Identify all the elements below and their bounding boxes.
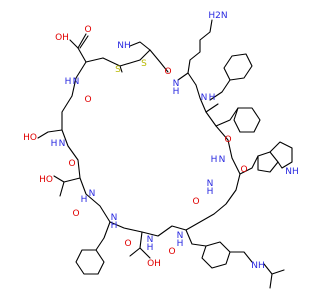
phe2-h-label: H <box>211 155 218 165</box>
phe4-o-label: O <box>168 247 175 257</box>
phe3-o-label: O <box>72 209 79 219</box>
phe4-h-label: H <box>177 239 184 249</box>
acid-oxygen-label: O <box>84 25 91 35</box>
thr1-nh-label: N <box>89 189 96 199</box>
phe3-h-label: H <box>111 221 118 231</box>
structure-svg: H2N NH S S O OH N H O N H O N H O HO N H… <box>23 11 299 289</box>
phe4-nh-label: N <box>177 231 184 241</box>
acid-hydroxyl-label: OH <box>55 33 69 43</box>
atom-labels: H2N NH S S O OH N H O N H O N H O HO N H… <box>23 11 299 271</box>
ser-h-label: H <box>51 139 58 149</box>
sulfur-2-label: S <box>115 65 121 75</box>
thr2-hydroxyl-label: OH <box>147 259 161 269</box>
thr2-o-label: O <box>124 239 131 249</box>
phe2-o-label: O <box>240 165 247 175</box>
sulfur-1-label: S <box>141 59 147 69</box>
indole-nh-label: NH <box>285 167 299 177</box>
cys-o-label: O <box>84 95 91 105</box>
phe1-nh-label: N <box>201 93 208 103</box>
thr1-o-label: O <box>68 159 75 169</box>
thr2-h-label: H <box>147 243 154 253</box>
phe2-nh-label: N <box>219 155 226 165</box>
ser-nh-label: N <box>59 139 66 149</box>
thr2-nh-label: N <box>147 235 154 245</box>
lys-h-label: H <box>173 87 180 97</box>
side-chain-nh-label: NH <box>251 261 265 271</box>
amine-label: H2N <box>208 11 227 21</box>
trp-h-label: H <box>207 187 214 197</box>
trp-o-label: O <box>192 197 199 207</box>
trp-nh-label: N <box>207 179 214 189</box>
molecule-diagram: H2N NH S S O OH N H O N H O N H O HO N H… <box>23 11 299 289</box>
thr1-hydroxyl-label: HO <box>39 175 53 185</box>
cys-h-label: H <box>65 77 72 87</box>
ser-hydroxyl-label: HO <box>23 133 37 143</box>
thr1-h-label: H <box>81 195 88 205</box>
methylamine-label: NH <box>117 41 131 51</box>
cys-nh-label: N <box>73 77 80 87</box>
phe1-h-label: H <box>209 93 216 103</box>
phe3-nh-label: N <box>111 213 118 223</box>
phe1-o-label: O <box>224 135 231 145</box>
lys-nh-label: N <box>173 79 180 89</box>
lys-o-label: O <box>164 67 171 77</box>
bond-skeleton <box>37 19 293 289</box>
